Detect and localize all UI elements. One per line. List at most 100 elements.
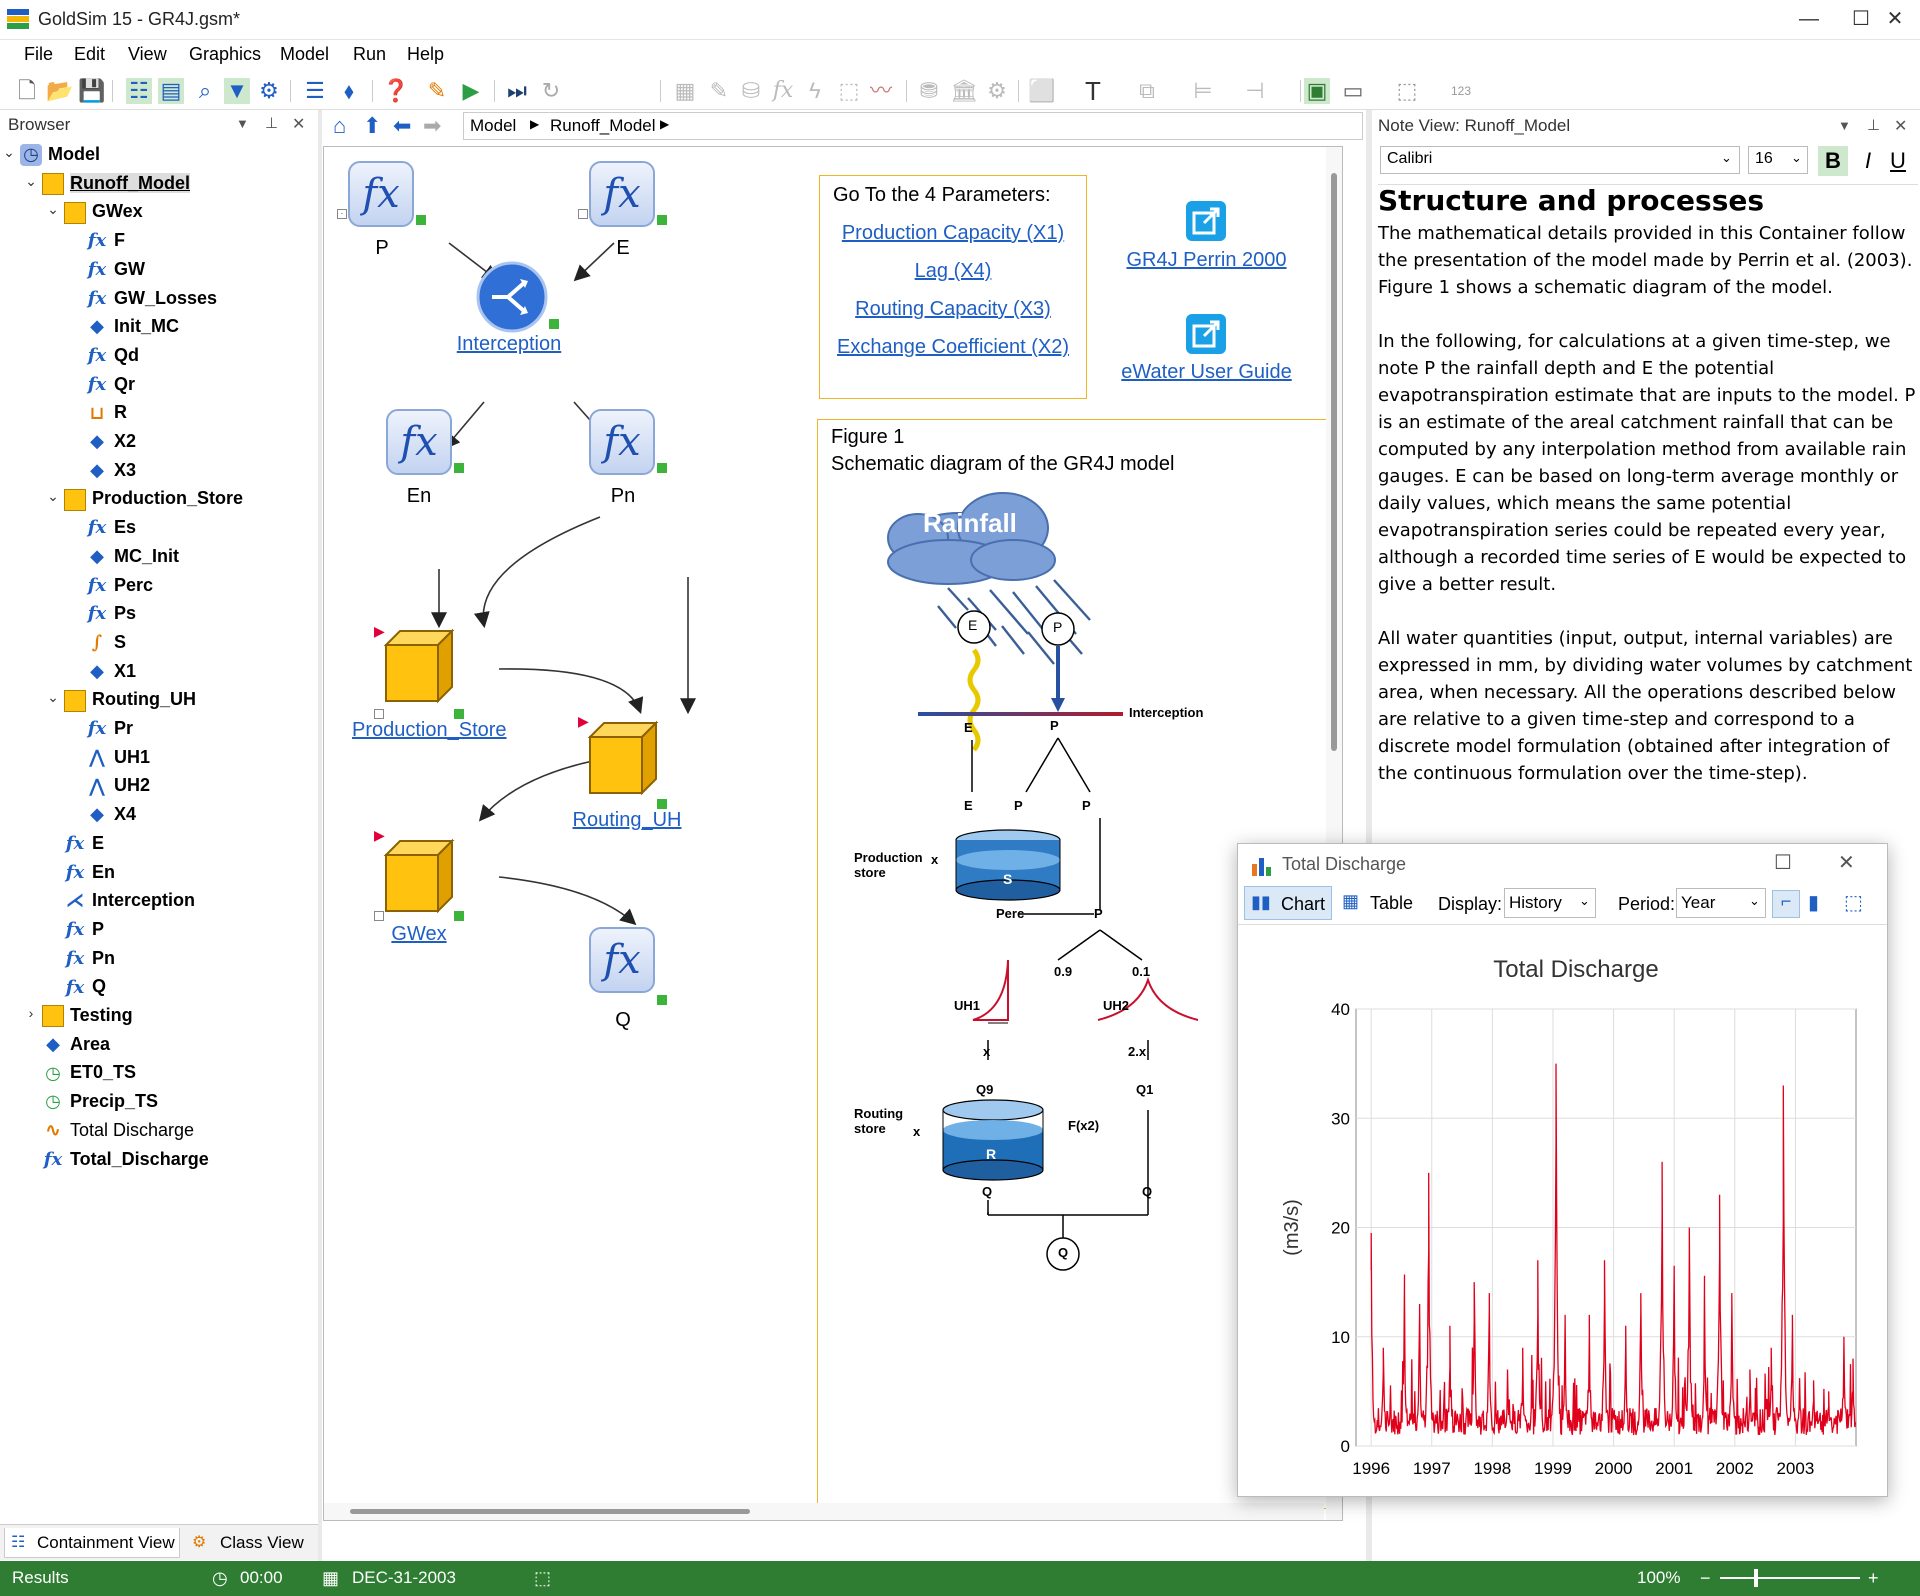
zoom-slider-thumb[interactable]	[1754, 1569, 1758, 1587]
settings-icon[interactable]: ⚙	[259, 78, 279, 103]
collapse-icon[interactable]: ⌄	[25, 172, 37, 189]
edit-disabled-icon[interactable]: ✎	[709, 78, 729, 103]
menu-run[interactable]: Run	[353, 44, 387, 64]
collapse-icon[interactable]: ⌄	[47, 488, 59, 505]
collapse-icon[interactable]: ⌄	[47, 201, 59, 218]
breadcrumb-runoff-model[interactable]: Runoff_Model	[550, 116, 656, 135]
tree-item[interactable]: ◆X4	[86, 800, 136, 828]
lightning-icon[interactable]: ϟ	[809, 78, 821, 103]
scrollbar-thumb[interactable]	[1331, 173, 1337, 751]
tree-item[interactable]: ◷Model	[20, 140, 100, 168]
tree-item[interactable]: ◆Area	[42, 1030, 110, 1058]
open-folder-icon[interactable]: 📂	[46, 78, 74, 103]
group-icon[interactable]: ⧉	[1139, 78, 1155, 103]
collapse-icon[interactable]: ⌄	[47, 689, 59, 706]
close-panel-icon[interactable]: ✕	[1894, 118, 1908, 135]
external-link-icon[interactable]	[1184, 312, 1228, 356]
breadcrumb-model[interactable]: Model	[470, 116, 517, 135]
step-icon[interactable]: ⏭	[507, 78, 527, 103]
underline-button[interactable]: U	[1890, 148, 1906, 173]
period-select[interactable]: Year ⌄	[1676, 888, 1766, 918]
line-chart-icon[interactable]: 〰	[869, 78, 892, 103]
expand-icon[interactable]	[374, 709, 384, 719]
save-icon[interactable]: 💾	[78, 78, 106, 103]
tree-item[interactable]: ◆Init_MC	[86, 312, 179, 340]
cylinder-icon[interactable]: ⛁	[741, 78, 761, 103]
container-cube-icon[interactable]	[576, 719, 676, 819]
grid-toggle-icon[interactable]: ▣	[1304, 78, 1330, 104]
tree-item[interactable]: ⋌Interception	[64, 886, 195, 914]
rect-shape-icon[interactable]: ▭	[1342, 78, 1364, 103]
bar-settings-icon[interactable]: ▮	[1808, 892, 1820, 914]
font-select[interactable]: Calibri ⌄	[1380, 146, 1740, 174]
select-box-icon[interactable]: ⬜	[1028, 78, 1056, 103]
collapse-icon[interactable]: ⌄	[3, 144, 15, 160]
home-icon[interactable]: ⌂	[333, 113, 347, 138]
node-link-production-store[interactable]: Production_Store	[352, 719, 507, 741]
database-icon[interactable]: ⛃	[919, 78, 939, 103]
link-gr4j-perrin[interactable]: GR4J Perrin 2000	[1126, 249, 1287, 271]
dropdown-icon[interactable]: ▼	[1838, 118, 1851, 133]
close-icon[interactable]: ✕	[1838, 852, 1855, 874]
link-ewater-guide[interactable]: eWater User Guide	[1121, 361, 1292, 383]
tree-item[interactable]: GWex	[64, 197, 143, 225]
menu-model[interactable]: Model	[280, 44, 330, 64]
grid-icon[interactable]: ▦	[674, 78, 696, 103]
function-icon[interactable]: fx	[772, 78, 794, 103]
external-link-icon[interactable]	[1184, 199, 1228, 243]
container-cube-icon[interactable]	[372, 627, 472, 727]
tree-item[interactable]: ∿Total Discharge	[42, 1116, 194, 1144]
search-icon[interactable]: ⌕	[198, 78, 212, 103]
menu-edit[interactable]: Edit	[74, 44, 106, 64]
pn-element-icon[interactable]: fx	[589, 409, 655, 475]
tree-item[interactable]: Runoff_Model	[42, 169, 190, 197]
splitter[interactable]	[318, 110, 322, 1561]
p-element-icon[interactable]: fx	[348, 161, 414, 227]
tree-item[interactable]: ◆MC_Init	[86, 542, 179, 570]
tree-item[interactable]: ◆X2	[86, 427, 136, 455]
close-panel-icon[interactable]: ✕	[292, 116, 306, 133]
frame-icon[interactable]: ⬚	[1396, 78, 1418, 103]
up-arrow-icon[interactable]: ⬆	[363, 113, 382, 138]
text-tool-icon[interactable]: T	[1085, 76, 1101, 106]
bold-button[interactable]: B	[1818, 146, 1848, 176]
link-lag[interactable]: Lag (X4)	[914, 260, 992, 282]
tab-chart[interactable]: ▮▮ Chart	[1244, 886, 1332, 920]
pin-icon[interactable]: ⊥	[1867, 117, 1881, 134]
font-size-select[interactable]: 16 ⌄	[1748, 146, 1808, 174]
link-routing-capacity[interactable]: Routing Capacity (X3)	[855, 298, 1051, 320]
back-arrow-icon[interactable]: ⬅	[393, 113, 412, 138]
link-production-capacity[interactable]: Production Capacity (X1)	[841, 222, 1065, 244]
horizontal-scrollbar[interactable]	[324, 1503, 1324, 1520]
model-canvas[interactable]: fx · P fx E Interception fx En fx Pn ▶ P…	[323, 146, 1343, 1521]
export-icon[interactable]: ⬚	[1844, 892, 1863, 914]
tab-table[interactable]: ▦ Table	[1338, 886, 1413, 920]
tag-icon[interactable]: ⬧	[344, 78, 354, 103]
list-icon[interactable]: ☰	[305, 78, 325, 103]
gear-disabled-icon[interactable]: ⚙	[987, 78, 1007, 103]
bank-icon[interactable]: 🏛	[950, 78, 978, 103]
scrollbar-thumb[interactable]	[350, 1509, 750, 1514]
en-element-icon[interactable]: fx	[386, 409, 452, 475]
display-select[interactable]: History ⌄	[1504, 888, 1596, 918]
maximize-button[interactable]: ☐	[1852, 8, 1870, 30]
tab-class-view[interactable]: ⚙ Class View	[190, 1528, 310, 1558]
align-icon[interactable]: ⊨	[1193, 78, 1213, 103]
q-element-icon[interactable]: fx	[589, 927, 655, 993]
container-cube-icon[interactable]	[372, 837, 472, 937]
notes-toggle-icon[interactable]: ▤	[158, 78, 184, 104]
reset-icon[interactable]: ↻	[541, 78, 561, 103]
menu-file[interactable]: File	[24, 44, 54, 64]
